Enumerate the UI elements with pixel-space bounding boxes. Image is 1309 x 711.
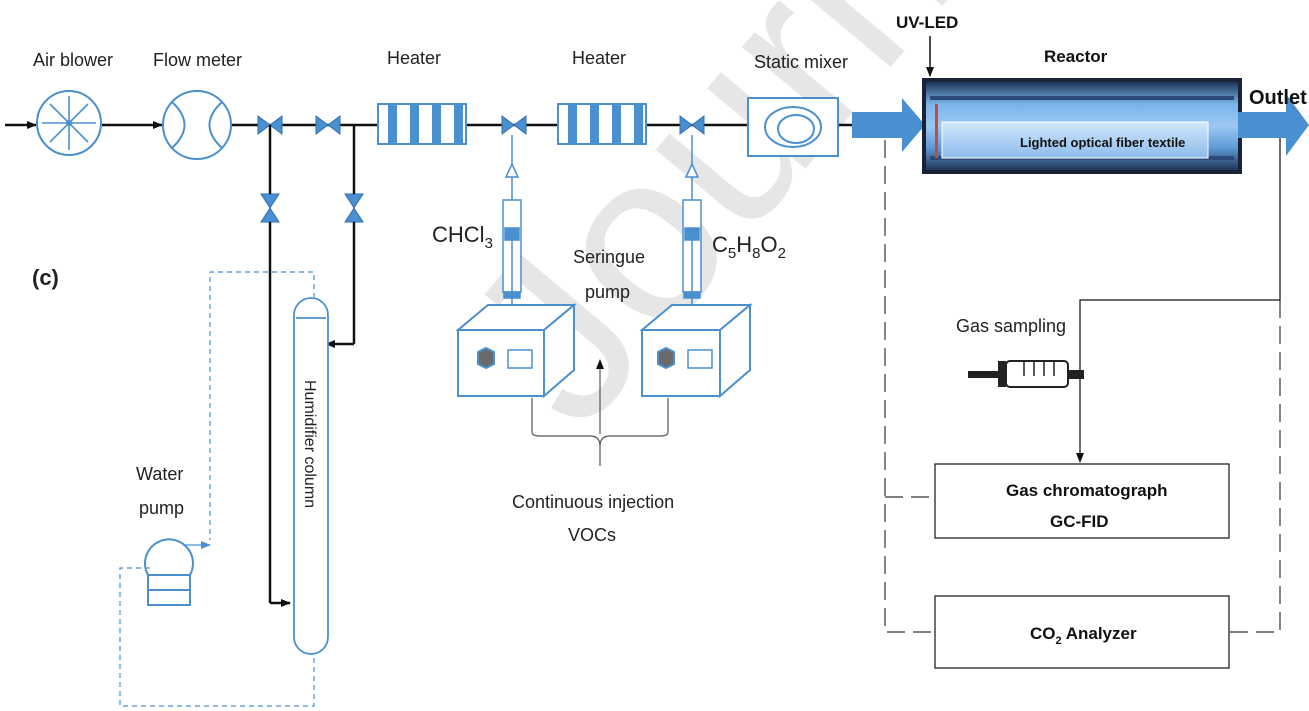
valve-icon: [679, 115, 705, 135]
air-blower-icon: [36, 90, 102, 156]
inlet-label: Inlet: [857, 94, 898, 116]
heater-2-label: Heater: [572, 48, 626, 68]
dashed-connections: [884, 140, 1281, 633]
water-pump-label-line2: pump: [139, 498, 184, 518]
air-blower-label: Air blower: [33, 50, 113, 70]
syringe-pump-label-line1: Seringue: [573, 247, 645, 267]
reactor-icon: [922, 78, 1242, 174]
reactor-label: Reactor: [1044, 47, 1108, 66]
water-pump-icon: [144, 538, 194, 606]
syringe-chcl3-icon: [502, 135, 522, 306]
gas-sampling-syringe-icon: [968, 360, 1084, 388]
outlet-arrow: [1238, 94, 1309, 156]
gc-label-line1: Gas chromatograph: [1006, 481, 1168, 500]
co2-analyzer-box: [934, 595, 1230, 669]
optical-fiber-label: Lighted optical fiber textile: [1020, 135, 1185, 150]
humidifier-branch: [268, 125, 356, 607]
c5h8o2-label: C5H8O2: [712, 232, 786, 262]
panel-label: (c): [32, 265, 59, 290]
valve-icon: [315, 115, 341, 135]
valve-icon: [260, 193, 280, 223]
gc-label-line2: GC-FID: [1050, 512, 1109, 531]
heater-2-icon: [557, 103, 647, 145]
valve-icon: [344, 193, 364, 223]
syringe-c5h8o2-icon: [682, 135, 702, 306]
valve-icon: [257, 115, 283, 135]
valve-icon: [501, 115, 527, 135]
flow-meter-label: Flow meter: [153, 50, 242, 70]
humidifier-column-label: Humidifier column: [301, 380, 318, 508]
heater-1-label: Heater: [387, 48, 441, 68]
water-circuit: [119, 271, 315, 707]
gas-sampling-label: Gas sampling: [956, 316, 1066, 336]
syringe-pump-1-icon: [455, 302, 577, 399]
chcl3-label: CHCl3: [432, 222, 493, 252]
sampling-line: [1076, 138, 1281, 463]
syringe-pump-2-icon: [639, 302, 753, 399]
continuous-injection-line1: Continuous injection: [512, 492, 674, 512]
injection-bracket: [531, 359, 669, 466]
humidifier-column-icon: [293, 297, 329, 655]
static-mixer-label: Static mixer: [754, 52, 848, 72]
uv-led-label: UV-LED: [896, 13, 958, 32]
inlet-arrow: [852, 98, 925, 152]
syringe-pump-label-line2: pump: [585, 282, 630, 302]
continuous-injection-line2: VOCs: [568, 525, 616, 545]
water-pump-label-line1: Water: [136, 464, 183, 484]
co2-analyzer-label: CO2 Analyzer: [1030, 624, 1137, 647]
heater-1-icon: [377, 103, 467, 145]
flow-meter-icon: [162, 90, 232, 160]
gas-chromatograph-box: [934, 463, 1230, 539]
static-mixer-icon: [747, 97, 839, 157]
outlet-label: Outlet: [1249, 87, 1307, 109]
